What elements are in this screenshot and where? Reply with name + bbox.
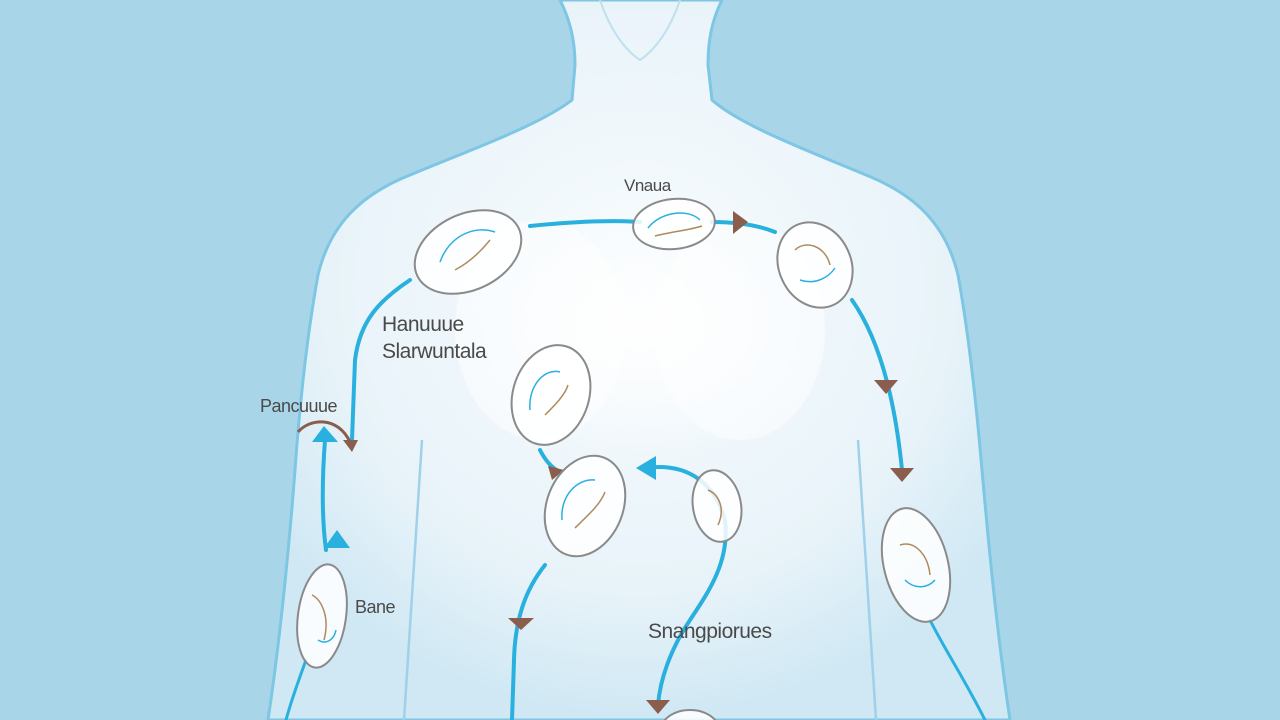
organ-lower-center (543, 454, 627, 558)
organ-lower-right-small (691, 469, 743, 543)
organ-upper-left (413, 209, 523, 295)
flow-left-descend (350, 278, 412, 442)
arrow-brown-left-curve (296, 420, 352, 443)
organ-upper-right (776, 221, 854, 309)
label-lower-right: Snangpiorues (648, 620, 772, 643)
organ-bottom (663, 709, 717, 720)
arrowhead-brown-lower-left (508, 618, 534, 630)
neck-outline (599, 0, 681, 62)
flow-right-descend (850, 298, 904, 472)
arrowhead-blue-left (312, 426, 338, 442)
flow-center-loop (643, 465, 728, 707)
right-arm-line (856, 439, 878, 720)
flow-lower-left (510, 563, 547, 720)
flow-top-right (710, 220, 777, 234)
flow-top (528, 219, 642, 228)
label-left: Pancuuue (260, 396, 338, 416)
arrowhead-brown-right-1 (874, 380, 898, 394)
organ-middle (510, 344, 592, 446)
arrowhead-brown-top (733, 211, 748, 234)
organ-top-center (632, 197, 716, 251)
arrowhead-blue-lower-left (324, 530, 350, 548)
arrowhead-brown-bottom (646, 700, 670, 714)
flow-right-arm (928, 618, 987, 720)
label-top: Vnaua (624, 176, 671, 195)
organ-right (880, 507, 952, 623)
organ-lower-left (296, 563, 348, 669)
label-upper-left-line1: Hanuuue (382, 313, 464, 336)
arrowhead-brown-right-2 (890, 468, 914, 482)
flow-bottom-left (284, 658, 308, 720)
label-upper-left-line2: Slarwuntala (382, 340, 487, 363)
arrowhead-brown-middle (548, 466, 564, 480)
flow-left-arm (320, 438, 328, 552)
left-arm-line (402, 439, 424, 720)
arrowhead-brown-left-curve (343, 440, 358, 452)
label-lower-left: Bane (355, 597, 396, 617)
arrowhead-blue-center (636, 456, 656, 480)
